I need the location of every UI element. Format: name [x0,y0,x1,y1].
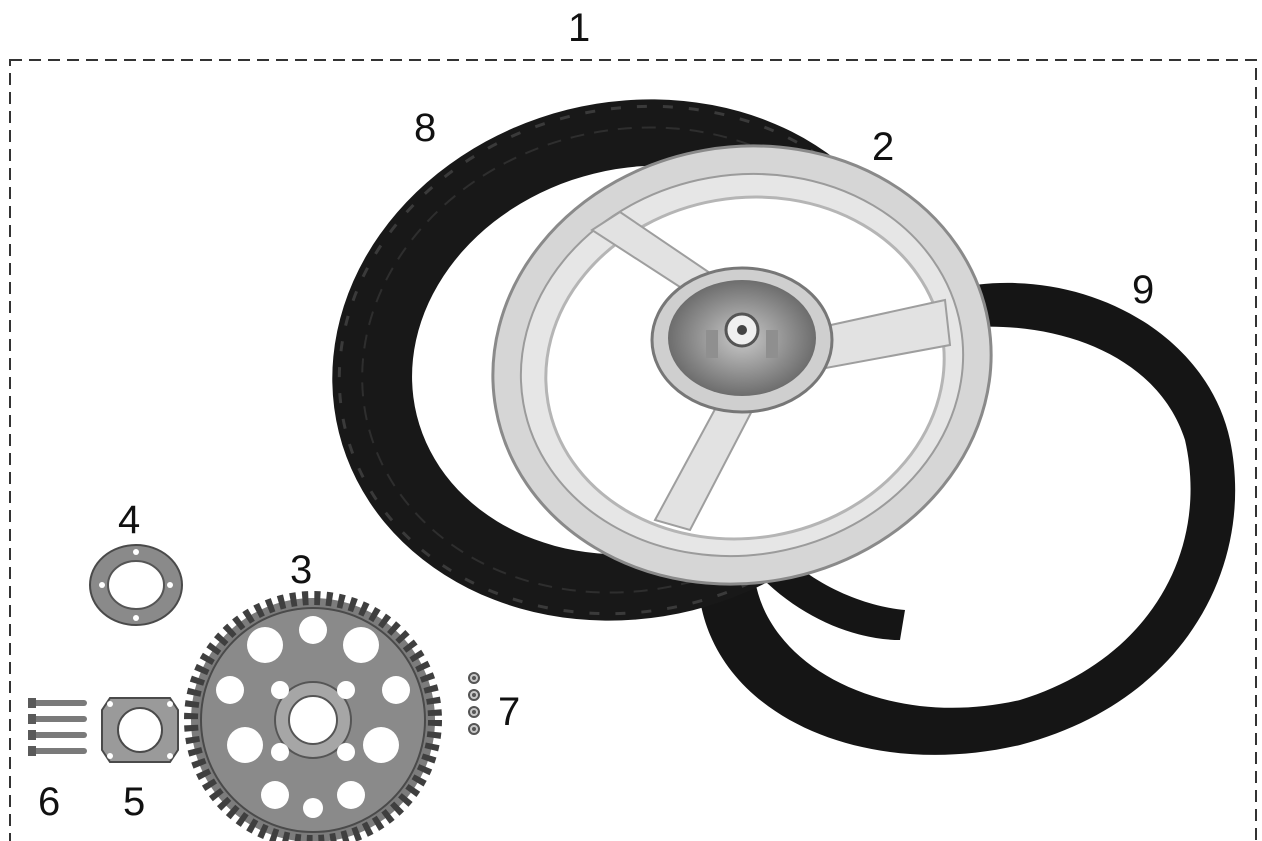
callout-sprocket: 3 [290,550,312,590]
flange-illustration [90,545,182,625]
sprocket-illustration [191,598,435,841]
callout-inner-tube: 9 [1132,270,1154,310]
callout-nuts: 7 [498,692,520,732]
gasket-illustration [102,698,178,762]
callout-assembly: 1 [568,8,590,48]
callout-tire: 8 [414,108,436,148]
nuts-illustration [469,673,479,734]
callout-gasket: 5 [123,782,145,822]
callout-bolts: 6 [38,782,60,822]
callout-rim: 2 [872,127,894,167]
bolts-illustration [28,698,87,756]
callout-flange: 4 [118,500,140,540]
